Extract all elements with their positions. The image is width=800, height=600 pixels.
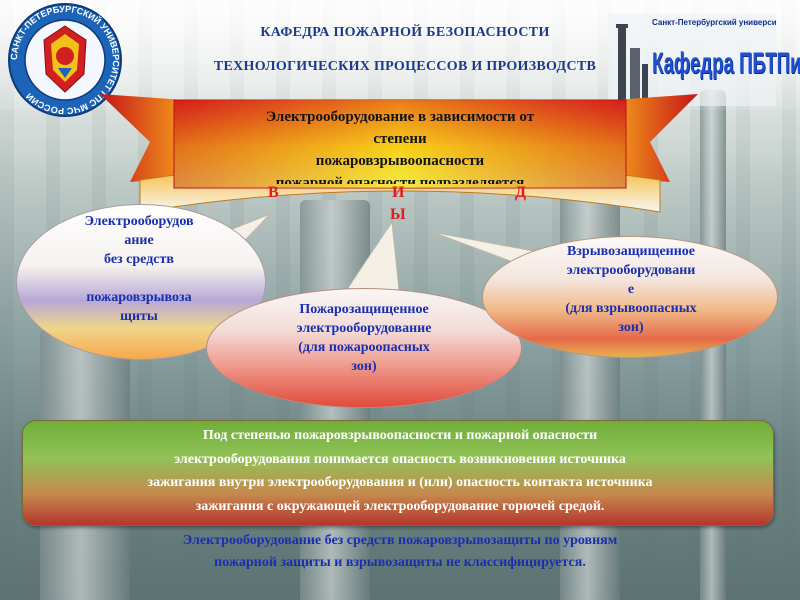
definition-line: Под степенью пожаровзрывоопасности и пож… [30, 424, 770, 448]
oval-explosion-protected-label: Взрывозащищенное электрооборудовани е (д… [520, 242, 742, 337]
footer-line: пожарной защиты и взрывозащиты не класси… [40, 552, 760, 574]
oval-line: е [520, 280, 742, 299]
definition-line: зажигания внутри электрооборудования и (… [30, 471, 770, 495]
oval-line: без средств [44, 250, 234, 269]
footer-line: Электрооборудование без средств пожаровз… [40, 530, 760, 552]
definition-line: электрооборудования понимается опасность… [30, 448, 770, 472]
oval-line: зон) [520, 318, 742, 337]
oval-line: ание [44, 231, 234, 250]
oval-line: (для взрывоопасных [520, 299, 742, 318]
oval-line: электрооборудование [236, 319, 492, 338]
oval-fire-protected-label: Пожарозащищенное электрооборудование (дл… [236, 300, 492, 376]
definition-text: Под степенью пожаровзрывоопасности и пож… [30, 424, 770, 518]
oval-line: зон) [236, 357, 492, 376]
oval-line [44, 269, 234, 288]
footer-note: Электрооборудование без средств пожаровз… [40, 530, 760, 574]
oval-no-protection-label: Электрооборудов ание без средств пожаров… [44, 212, 234, 326]
oval-line: электрооборудовани [520, 261, 742, 280]
oval-line: Электрооборудов [44, 212, 234, 231]
oval-line: пожаровзрывоза [44, 288, 234, 307]
oval-line: щиты [44, 307, 234, 326]
oval-line: (для пожароопасных [236, 338, 492, 357]
definition-line: зажигания с окружающей электрооборудован… [30, 495, 770, 519]
oval-line: Пожарозащищенное [236, 300, 492, 319]
oval-line: Взрывозащищенное [520, 242, 742, 261]
